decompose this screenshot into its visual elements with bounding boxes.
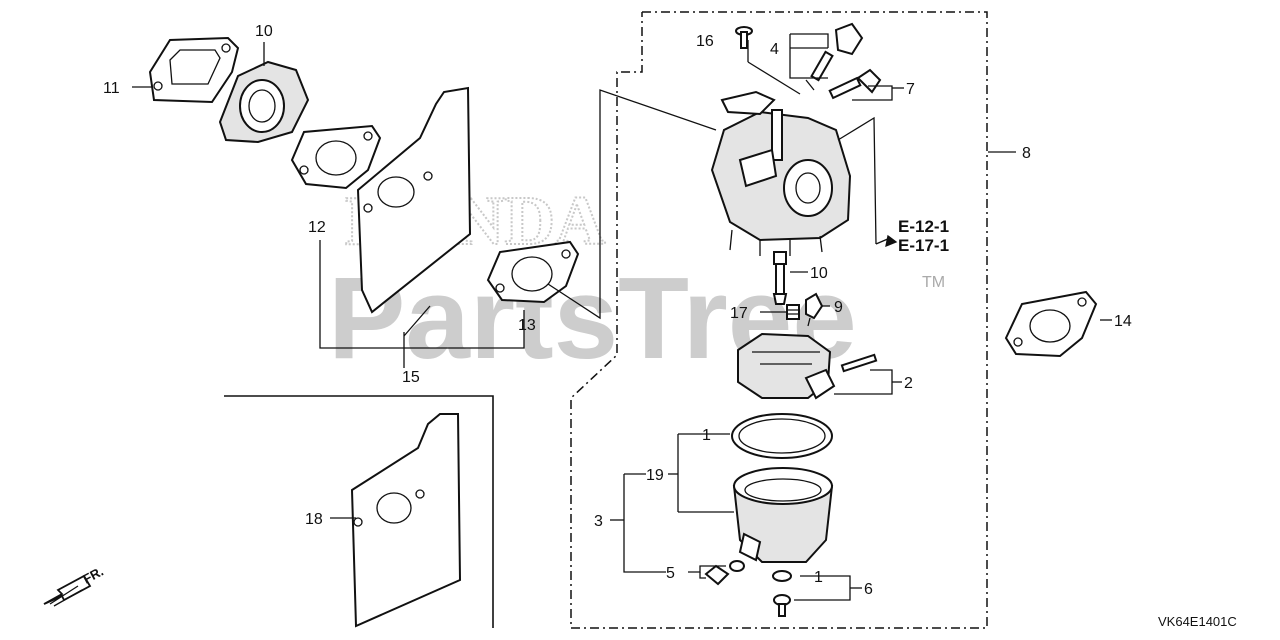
- callout-2: 2: [904, 375, 913, 392]
- insulator-11: [218, 60, 310, 144]
- leader-lines: [132, 33, 1112, 601]
- screw-7: [828, 68, 882, 100]
- front-direction-marker: FR.: [43, 564, 106, 607]
- o-ring-inner: [738, 418, 826, 454]
- callout-13-lower: 13: [518, 317, 536, 334]
- reference-e-17-1: E-17-1: [898, 236, 949, 255]
- o-ring-1: [731, 413, 833, 459]
- watermark-trademark: TM: [922, 274, 945, 291]
- callout-19: 19: [646, 467, 664, 484]
- callout-9: 9: [834, 299, 843, 316]
- callout-13-upper: 12: [308, 219, 326, 236]
- gasket-14: [1004, 290, 1098, 358]
- callout-15: 15: [402, 369, 420, 386]
- callout-17: 17: [730, 305, 748, 322]
- callouts: 11 10 12 13 15 18 16 4 7 8 10 17 9 2 14 …: [103, 23, 1132, 598]
- callout-3: 3: [594, 513, 603, 530]
- callout-18: 18: [305, 511, 323, 528]
- callout-8: 8: [1022, 145, 1031, 162]
- diagram-code: VK64E1401C: [1158, 614, 1237, 629]
- gasket-13-lower: [486, 240, 580, 304]
- float-chamber-19: [732, 467, 834, 563]
- needle-9: [805, 292, 824, 327]
- heat-shield-18: [350, 413, 462, 628]
- callout-1-oring: 1: [702, 427, 711, 444]
- float-2: [737, 332, 878, 400]
- callout-16: 16: [696, 33, 714, 50]
- callout-5: 5: [666, 565, 675, 582]
- callout-4: 4: [770, 41, 779, 58]
- gasket-13-upper: [290, 124, 382, 190]
- reference-e-12-1: E-12-1: [898, 217, 949, 236]
- section-frame: [224, 395, 494, 628]
- callout-6: 6: [864, 581, 873, 598]
- callout-12: 11: [103, 80, 120, 97]
- screw-16: [735, 26, 753, 49]
- drain-screw-5: [704, 560, 745, 586]
- gasket-12: [148, 36, 240, 104]
- callout-1-washer: 1: [814, 569, 823, 586]
- jet-17: [786, 304, 800, 320]
- jet-10: [772, 251, 788, 305]
- carburetor-body-8: [710, 90, 852, 256]
- callout-14: 14: [1114, 313, 1132, 330]
- callout-7: 7: [906, 81, 915, 98]
- callout-10: 10: [810, 265, 828, 282]
- callout-11: 10: [255, 23, 273, 40]
- heat-shield-15: [356, 86, 472, 314]
- bolt-6: [772, 570, 792, 617]
